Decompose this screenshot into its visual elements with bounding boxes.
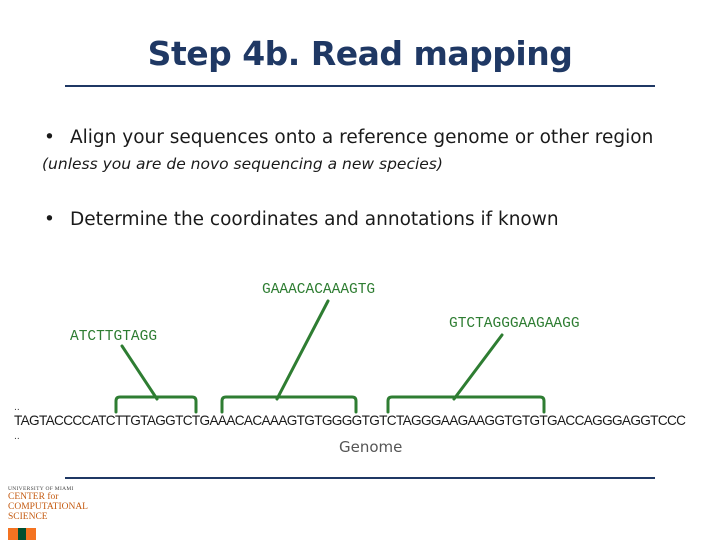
slide-title: Step 4b. Read mapping bbox=[147, 34, 573, 73]
read-label-3: GTCTAGGGAAGAAGG bbox=[449, 316, 580, 332]
bullet-dot-icon: • bbox=[44, 209, 55, 230]
genome-sequence: TAGTACCCCATCTTGTAGGTCTGAAACACAAAGTGTGGGG… bbox=[14, 413, 686, 428]
bullet-align-text: Align your sequences onto a reference ge… bbox=[70, 127, 654, 148]
read-2-bracket bbox=[220, 395, 358, 414]
read-label-1: ATCTTGTAGG bbox=[70, 329, 158, 345]
bullet-align: • Align your sequences onto a reference g… bbox=[44, 127, 653, 148]
logo-center-line-2: COMPUTATIONAL bbox=[8, 502, 88, 512]
title-divider bbox=[65, 85, 655, 87]
read-3-pointer-line bbox=[452, 333, 504, 401]
logo-center-line-1: CENTER for bbox=[8, 492, 59, 502]
footer-divider bbox=[65, 477, 655, 479]
genome-ellipsis-top: .. bbox=[14, 403, 20, 413]
genome-ellipsis-bottom: .. bbox=[14, 432, 20, 442]
read-3-bracket bbox=[386, 395, 546, 414]
bullet-dot-icon: • bbox=[44, 127, 55, 148]
read-1-bracket bbox=[114, 395, 198, 414]
bullet-coordinates-text: Determine the coordinates and annotation… bbox=[70, 209, 559, 230]
read-2-pointer-line bbox=[275, 299, 330, 401]
read-1-pointer-line bbox=[120, 344, 159, 401]
logo-university: UNIVERSITY OF MIAMI bbox=[8, 486, 74, 492]
de-novo-note: (unless you are de novo sequencing a new… bbox=[42, 155, 443, 173]
bullet-coordinates: • Determine the coordinates and annotatio… bbox=[44, 209, 559, 230]
genome-label: Genome bbox=[339, 438, 403, 456]
u-logo-icon bbox=[8, 528, 36, 540]
ccs-logo: UNIVERSITY OF MIAMI CENTER for COMPUTATI… bbox=[8, 486, 108, 540]
read-label-2: GAAACACAAAGTG bbox=[262, 282, 376, 298]
logo-center-line-3: SCIENCE bbox=[8, 512, 48, 522]
